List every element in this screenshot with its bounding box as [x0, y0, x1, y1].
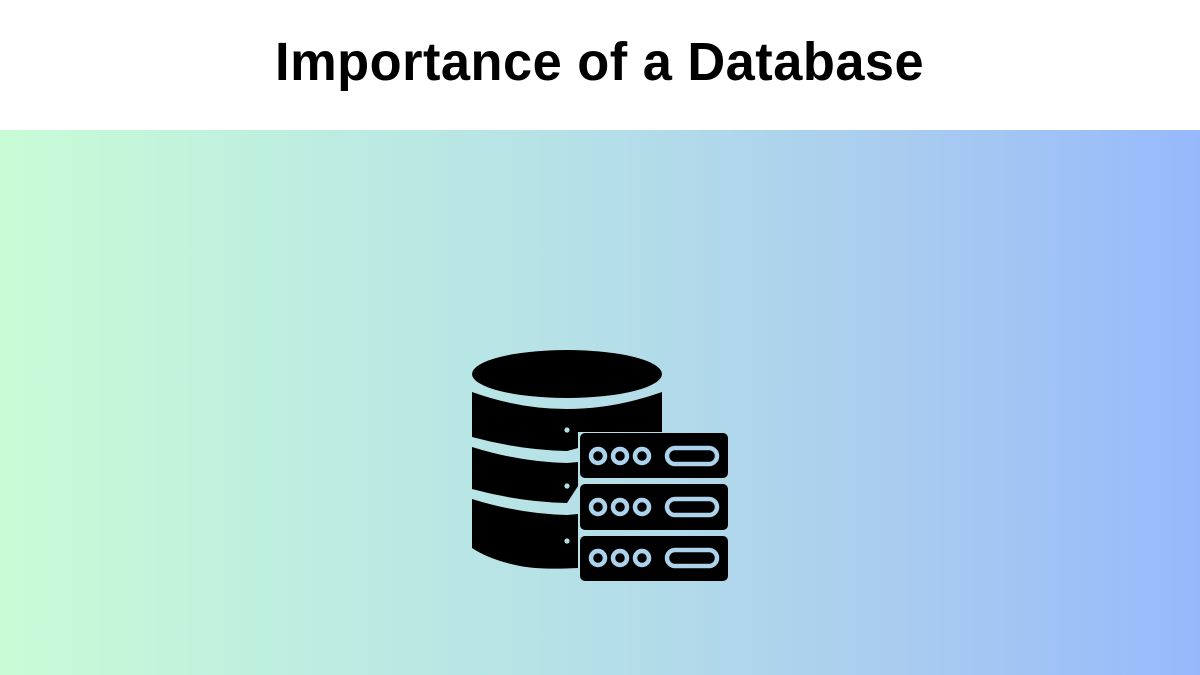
gradient-banner — [0, 130, 1200, 675]
title-header: Importance of a Database — [0, 0, 1200, 130]
database-cylinder-icon — [472, 350, 662, 569]
page-title: Importance of a Database — [275, 32, 925, 92]
database-server-icon — [460, 340, 740, 590]
server-rack-icon — [580, 433, 728, 581]
